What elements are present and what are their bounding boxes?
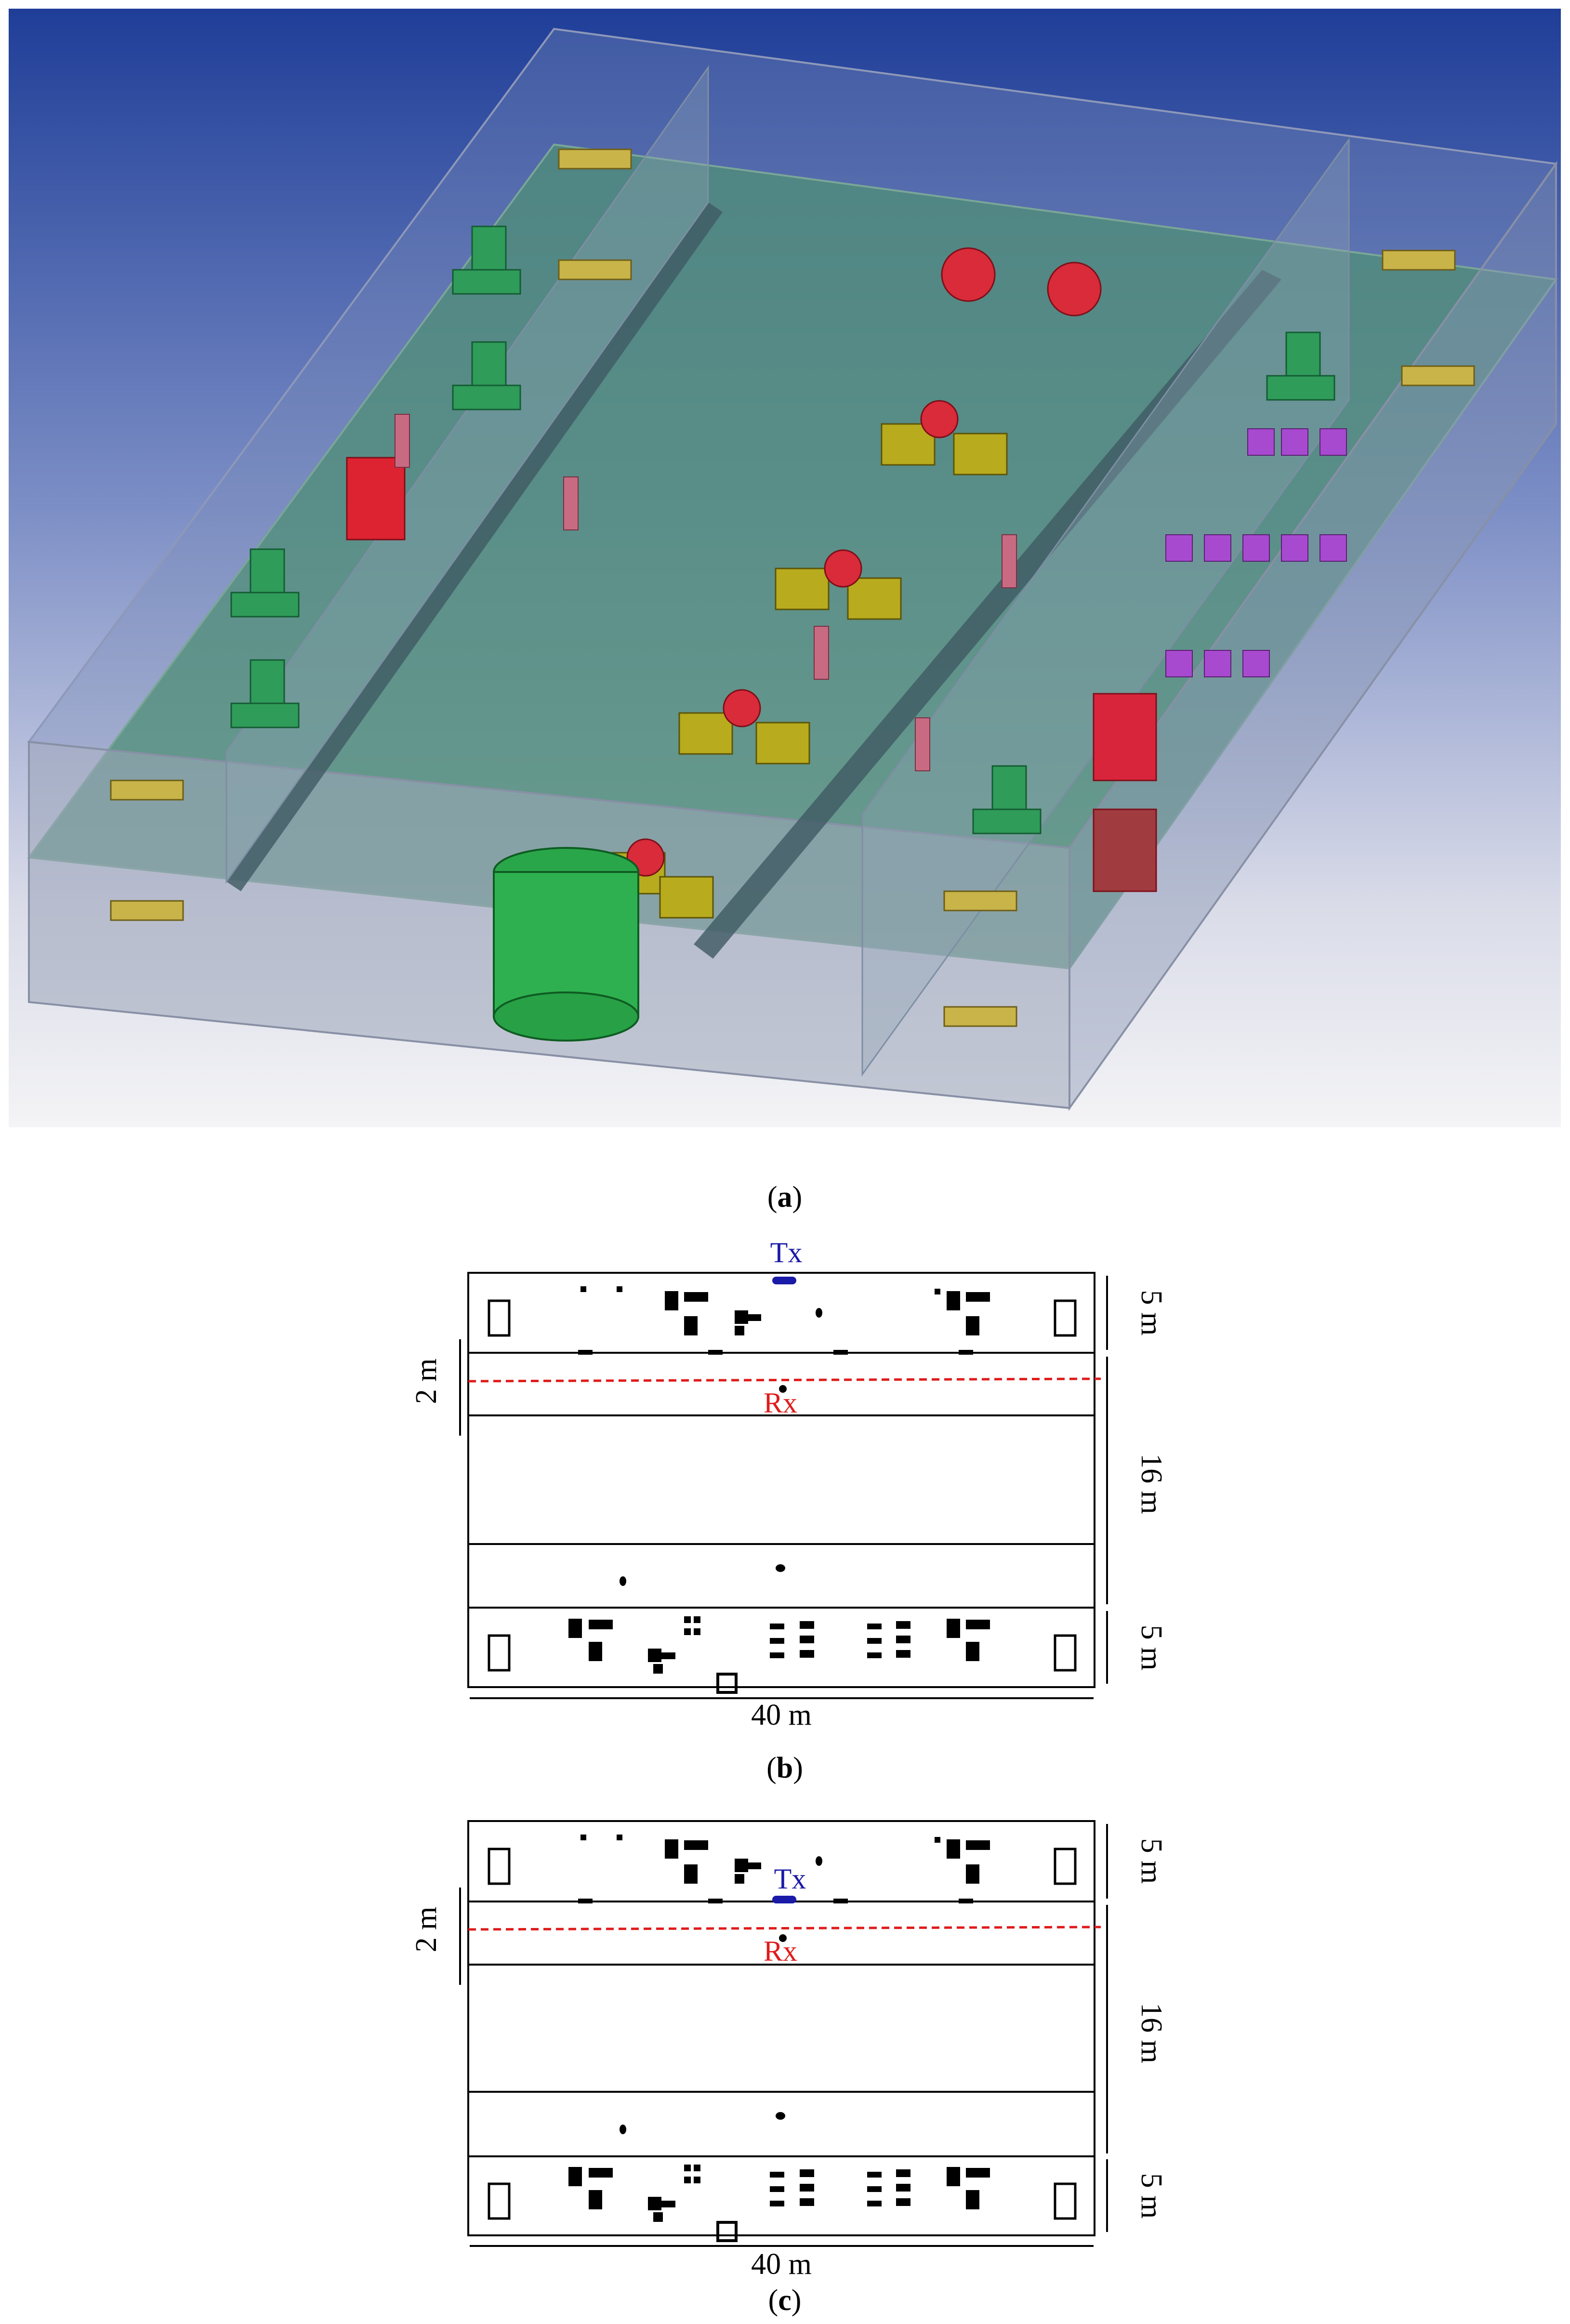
rx-route-line: [468, 1377, 1101, 1383]
chair-icon: [1165, 428, 1347, 677]
panel-b-floor-plan: Tx Rx 5 m 16 m 5 m 2 m 40: [410, 1237, 1168, 1731]
rx-route-line: [468, 1926, 1101, 1931]
caption-a: (a): [767, 1181, 803, 1214]
tx-label: Tx: [774, 1863, 806, 1895]
dim-mid-label: 16 m: [1135, 2003, 1168, 2063]
dim-bottom-label: 5 m: [1135, 2173, 1168, 2219]
table-icon: [110, 148, 1475, 1027]
furniture-bottom-room: [488, 2112, 1077, 2242]
dim-top-label: 5 m: [1135, 1838, 1168, 1884]
caption-c: (c): [768, 2284, 802, 2317]
dim-top-label: 5 m: [1135, 1290, 1168, 1336]
panel-c-floor-plan: Tx Rx 5 m 16 m 5 m 2 m 40 m: [410, 1820, 1168, 2281]
plant-icon: [626, 247, 1102, 877]
tx-antenna: [772, 1277, 796, 1284]
rx-label: Rx: [764, 1387, 797, 1419]
dim-gap-label: 2 m: [410, 1907, 443, 1953]
corridor-wall-left: [226, 202, 723, 891]
rx-label: Rx: [764, 1935, 797, 1967]
building-right-wall: [1069, 160, 1557, 1111]
bookcase-icon: [346, 457, 1157, 892]
dim-mid-label: 16 m: [1135, 1453, 1168, 1514]
caption-b: (b): [766, 1752, 803, 1784]
revolving-door-icon: [493, 847, 639, 1042]
panel-a-3d-scene: [9, 9, 1561, 1127]
furniture-top-room: [488, 1286, 1077, 1355]
building-outline: [467, 1272, 1095, 1688]
rx-antenna: [779, 1934, 787, 1942]
rx-antenna: [779, 1385, 787, 1393]
corridor-wall-right: [694, 270, 1281, 959]
dimension-markers: [459, 1824, 1108, 2247]
dim-width-label: 40 m: [751, 2248, 812, 2281]
tx-antenna: [772, 1896, 796, 1903]
building-outline: [467, 1820, 1095, 2236]
person-icon: [395, 414, 1017, 771]
corridor-divider-right: [861, 137, 1350, 1077]
furniture-bottom-room: [488, 1564, 1077, 1694]
shelf-icon: [230, 225, 1335, 834]
dimension-markers: [459, 1276, 1108, 1699]
furniture-top-room: [488, 1835, 1077, 1903]
dim-gap-label: 2 m: [410, 1359, 443, 1404]
dim-width-label: 40 m: [751, 1699, 812, 1731]
tx-label: Tx: [770, 1237, 803, 1268]
dim-bottom-label: 5 m: [1135, 1625, 1168, 1671]
